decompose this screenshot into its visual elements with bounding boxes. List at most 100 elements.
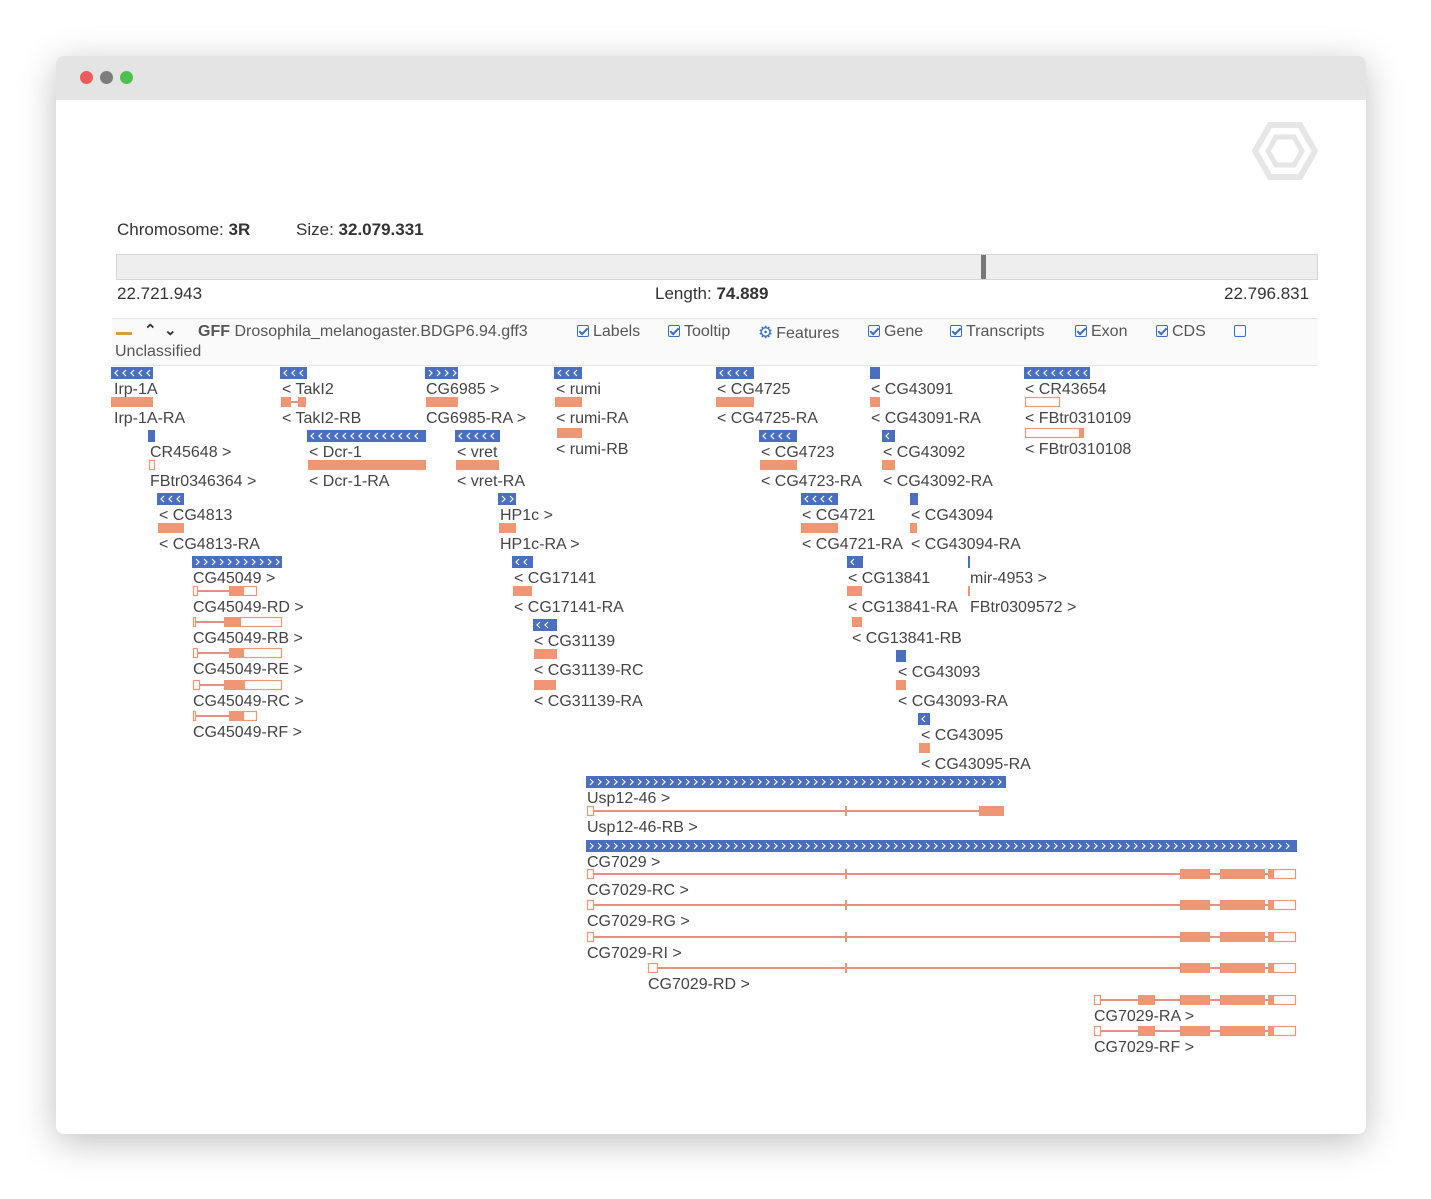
transcript-label-cg17141-ra[interactable]: < CG17141-RA: [514, 599, 624, 616]
cds-block-cg13841-rb-0[interactable]: [852, 617, 862, 627]
cds-block-vret-ra-0[interactable]: [456, 460, 499, 470]
utr-block-cg7029-rd-5[interactable]: [1272, 962, 1297, 974]
transcript-label-cg4721-ra[interactable]: < CG4721-RA: [802, 536, 903, 553]
cds-block-cg43094-ra-0[interactable]: [910, 523, 917, 533]
cds-block-cg45049-rb-1[interactable]: [224, 617, 240, 627]
utr-block-cg45049-rb-0[interactable]: [192, 616, 197, 628]
transcript-label-cg31139-ra[interactable]: < CG31139-RA: [534, 693, 643, 710]
utr-block-cg7029-rg-5[interactable]: [1272, 899, 1297, 911]
utr-block-fbtr0346364-0[interactable]: [148, 459, 156, 471]
cds-block-cg45049-rc-1[interactable]: [224, 680, 244, 690]
transcript-label-rumi-rb[interactable]: < rumi-RB: [556, 441, 628, 458]
gene-label-cg4813[interactable]: < CG4813: [159, 507, 232, 524]
cds-block-cg4813-ra-0[interactable]: [158, 523, 184, 533]
cds-block-cg6985-ra-0[interactable]: [426, 397, 458, 407]
transcript-label-vret-ra[interactable]: < vret-RA: [457, 473, 525, 490]
direction-arrows-cg6985[interactable]: [428, 369, 457, 377]
direction-arrows-cg13841[interactable]: [850, 558, 855, 566]
cds-block-cg7029-rg-3[interactable]: [1220, 900, 1265, 910]
utr-block-cg45049-rb-2[interactable]: [239, 616, 283, 628]
cds-block-cg7029-ra-2[interactable]: [1180, 995, 1210, 1005]
cds-block-cg43091-ra-0[interactable]: [870, 397, 880, 407]
cds-block-usp12-46-rb-1[interactable]: [845, 806, 847, 816]
gene-label-hp1c[interactable]: HP1c >: [500, 507, 553, 524]
transcript-label-cg43095-ra[interactable]: < CG43095-RA: [921, 756, 1031, 773]
chevron-down-icon[interactable]: ⌄: [164, 322, 177, 339]
cds-block-cg7029-rf-2[interactable]: [1180, 1026, 1210, 1036]
cds-block-cg7029-rc-4[interactable]: [1268, 869, 1273, 879]
direction-arrows-cg7029[interactable]: [589, 842, 1290, 850]
unclassified-option[interactable]: [1234, 323, 1250, 341]
gene-bar-cg43095[interactable]: [918, 713, 930, 725]
transcript-label-cg45049-rd[interactable]: CG45049-RD >: [193, 599, 304, 616]
cds-block-rumi-rb-0[interactable]: [557, 428, 582, 438]
utr-block-cg45049-re-0[interactable]: [192, 647, 199, 659]
cds-block-cg7029-rf-4[interactable]: [1268, 1026, 1273, 1036]
transcript-label-cg7029-ra[interactable]: CG7029-RA >: [1094, 1008, 1194, 1025]
gene-label-cg43093[interactable]: < CG43093: [898, 664, 980, 681]
transcript-label-cg45049-re[interactable]: CG45049-RE >: [193, 661, 303, 678]
cds-block-cg7029-ra-1[interactable]: [1138, 995, 1155, 1005]
close-window-button[interactable]: [80, 71, 93, 84]
utr-block-cg7029-rf-5[interactable]: [1272, 1025, 1297, 1037]
gene-bar-cg43093[interactable]: [896, 650, 906, 662]
gene-label-rumi[interactable]: < rumi: [556, 381, 601, 398]
transcript-label-cg7029-rc[interactable]: CG7029-RC >: [587, 882, 689, 899]
transcript-label-fbtr0309572[interactable]: FBtr0309572 >: [970, 599, 1076, 616]
cds-block-cg13841-ra-0[interactable]: [847, 586, 862, 596]
utr-block-cg7029-ri-5[interactable]: [1272, 931, 1297, 943]
utr-block-cg7029-ri-0[interactable]: [586, 931, 595, 943]
overview-position-marker[interactable]: [981, 255, 986, 279]
features-option[interactable]: ⚙Features: [758, 323, 839, 343]
cds-block-taki2-rb-1[interactable]: [298, 397, 306, 407]
gene-label-taki2[interactable]: < TakI2: [282, 381, 334, 398]
gene-bar-cg4721[interactable]: [801, 493, 838, 505]
gene-bar-cg7029[interactable]: [586, 840, 1297, 852]
gene-label-vret[interactable]: < vret: [457, 444, 498, 461]
cds-block-cg7029-rf-3[interactable]: [1220, 1026, 1265, 1036]
gene-checkbox[interactable]: [868, 325, 880, 337]
transcript-label-taki2-rb[interactable]: < TakI2-RB: [282, 410, 361, 427]
transcript-label-cg6985-ra[interactable]: CG6985-RA >: [426, 410, 526, 427]
transcript-label-fbtr0346364[interactable]: FBtr0346364 >: [150, 473, 256, 490]
gene-label-cg43091[interactable]: < CG43091: [871, 381, 953, 398]
cds-block-cg4721-ra-0[interactable]: [801, 523, 838, 533]
utr-block-cg45049-rc-2[interactable]: [243, 679, 283, 691]
gene-label-cg43092[interactable]: < CG43092: [883, 444, 965, 461]
cds-block-hp1c-ra-0[interactable]: [499, 523, 516, 533]
utr-block-cg45049-rc-0[interactable]: [192, 679, 201, 691]
tooltip-checkbox[interactable]: [668, 325, 680, 337]
gene-label-cg7029[interactable]: CG7029 >: [587, 854, 660, 871]
utr-block-cg45049-rf-0[interactable]: [192, 710, 197, 722]
cds-block-cg45049-re-1[interactable]: [229, 648, 243, 658]
gear-icon[interactable]: ⚙: [758, 323, 774, 342]
utr-block-cg45049-rf-2[interactable]: [242, 710, 258, 722]
transcript-label-hp1c-ra[interactable]: HP1c-RA >: [500, 536, 580, 553]
cds-block-irp-1a-ra-0[interactable]: [111, 397, 153, 407]
direction-arrows-usp12-46[interactable]: [589, 778, 1002, 786]
utr-block-fbtr0310108-0[interactable]: [1024, 427, 1081, 439]
transcript-label-cg7029-rf[interactable]: CG7029-RF >: [1094, 1039, 1194, 1056]
cds-block-cg43093-ra-0[interactable]: [896, 680, 906, 690]
gene-bar-mir-4953[interactable]: [968, 556, 970, 568]
direction-arrows-hp1c[interactable]: [501, 495, 514, 503]
labels-checkbox[interactable]: [577, 325, 589, 337]
transcript-label-cg43092-ra[interactable]: < CG43092-RA: [883, 473, 993, 490]
gene-option[interactable]: Gene: [868, 323, 923, 341]
transcript-label-cg7029-ri[interactable]: CG7029-RI >: [587, 945, 682, 962]
tooltip-option[interactable]: Tooltip: [668, 323, 730, 341]
cds-block-usp12-46-rb-2[interactable]: [979, 806, 1004, 816]
cds-block-cg45049-rd-1[interactable]: [229, 586, 243, 596]
transcript-label-irp-1a-ra[interactable]: Irp-1A-RA: [114, 410, 185, 427]
gene-label-cg31139[interactable]: < CG31139: [534, 633, 615, 650]
cds-block-cg17141-ra-0[interactable]: [513, 586, 532, 596]
direction-arrows-cg17141[interactable]: [515, 558, 528, 566]
transcript-label-cg45049-rf[interactable]: CG45049-RF >: [193, 724, 302, 741]
utr-block-fbtr0310109-0[interactable]: [1024, 396, 1061, 408]
gene-label-cg45049[interactable]: CG45049 >: [193, 570, 275, 587]
cds-block-cg7029-rc-3[interactable]: [1220, 869, 1265, 879]
utr-block-cg7029-rc-5[interactable]: [1272, 868, 1297, 880]
transcript-label-cg43094-ra[interactable]: < CG43094-RA: [911, 536, 1021, 553]
transcript-label-cg31139-rc[interactable]: < CG31139-RC: [534, 662, 644, 679]
gene-label-cg43094[interactable]: < CG43094: [911, 507, 993, 524]
